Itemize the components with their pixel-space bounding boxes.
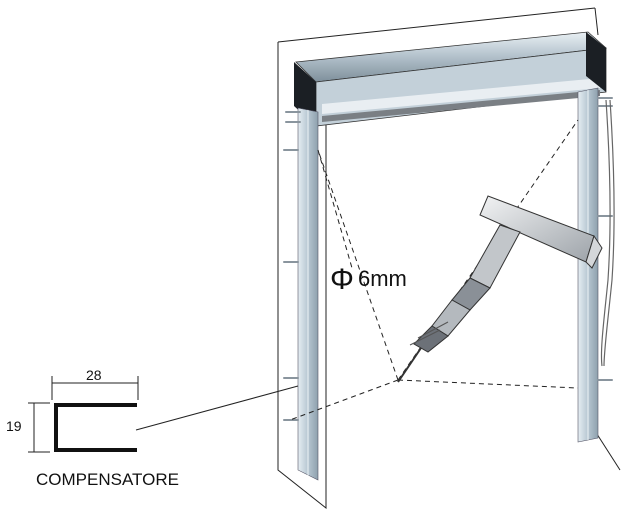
profile-width-label: 28: [86, 367, 102, 383]
left-guide-rail: [297, 107, 319, 481]
pull-chain: [600, 99, 615, 367]
drill-size-label: Φ 6mm: [330, 263, 407, 296]
drill: [397, 195, 603, 383]
profile-name-label: COMPENSATORE: [36, 470, 179, 489]
drill-size-text: 6mm: [358, 266, 407, 291]
diameter-symbol: Φ: [330, 263, 354, 296]
drilling-guide-lines: [289, 119, 579, 421]
leader-line: [135, 385, 299, 431]
fixing-screws: [283, 97, 613, 421]
roller-box: [294, 31, 607, 127]
dimension-lines: [28, 376, 139, 453]
profile-height-label: 19: [6, 418, 22, 434]
compensator-profile: 28 19 COMPENSATORE: [6, 367, 179, 489]
right-guide-rail: [577, 87, 599, 443]
profile-shape: [54, 403, 137, 452]
